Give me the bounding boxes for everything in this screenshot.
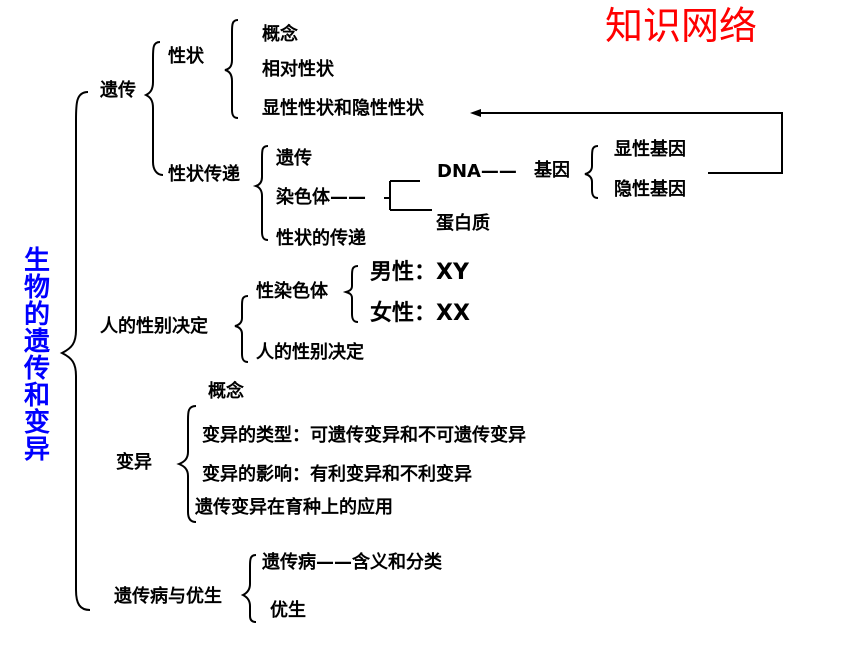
transmission-label: 性状传递	[168, 164, 240, 185]
variation-concept: 概念	[208, 381, 244, 402]
root-char: 生	[23, 246, 50, 276]
root-topic: 生 物 的 遗 传 和 变 异	[20, 248, 54, 464]
transmission-heredity: 遗传	[276, 148, 312, 169]
protein-label: 蛋白质	[436, 213, 490, 234]
disease-brace	[240, 554, 257, 623]
root-char: 变	[23, 408, 50, 438]
chromosome-brace	[342, 265, 359, 323]
male-xy: 男性：XY	[370, 260, 469, 285]
root-char: 传	[23, 354, 50, 384]
page-title: 知识网络	[605, 4, 758, 48]
root-brace	[59, 91, 91, 611]
transmission-brace	[252, 145, 269, 241]
sex-chromosome: 性染色体	[256, 281, 328, 302]
heredity-label: 遗传	[100, 80, 136, 101]
female-xx: 女性：XX	[370, 301, 470, 326]
sex-label: 人的性别决定	[100, 316, 208, 337]
feedback-arrowhead	[470, 109, 481, 117]
transmission-chromosome: 染色体——	[276, 187, 366, 208]
trait-concept: 概念	[262, 24, 298, 45]
recessive-gene: 隐性基因	[614, 179, 686, 200]
dna-label: DNA——	[437, 161, 517, 182]
root-char: 物	[23, 273, 50, 303]
variation-brace	[176, 405, 197, 523]
dna-connector	[384, 180, 432, 211]
trait-brace	[224, 19, 239, 119]
disease-label: 遗传病与优生	[114, 586, 222, 607]
variation-breeding: 遗传变异在育种上的应用	[195, 497, 393, 518]
heredity-brace	[143, 41, 164, 176]
variation-effects: 变异的影响：有利变异和不利变异	[202, 464, 472, 485]
disease-definition: 遗传病——含义和分类	[262, 552, 442, 573]
root-char: 和	[23, 381, 50, 411]
transmission-trait: 性状的传递	[276, 228, 366, 249]
sex-decision: 人的性别决定	[256, 342, 364, 363]
feedback-arrow-line	[480, 112, 783, 174]
root-char: 遗	[23, 327, 50, 357]
variation-types: 变异的类型：可遗传变异和不可遗传变异	[202, 425, 526, 446]
root-char: 异	[23, 435, 50, 465]
trait-dominant-recessive: 显性性状和隐性性状	[262, 98, 424, 119]
sex-brace	[234, 295, 249, 363]
trait-relative: 相对性状	[262, 59, 334, 80]
gene-label: 基因	[534, 160, 570, 181]
gene-brace	[584, 145, 599, 199]
trait-label: 性状	[168, 46, 204, 67]
eugenics: 优生	[270, 600, 306, 621]
dominant-gene: 显性基因	[614, 139, 686, 160]
root-char: 的	[23, 300, 50, 330]
variation-label: 变异	[116, 452, 152, 473]
